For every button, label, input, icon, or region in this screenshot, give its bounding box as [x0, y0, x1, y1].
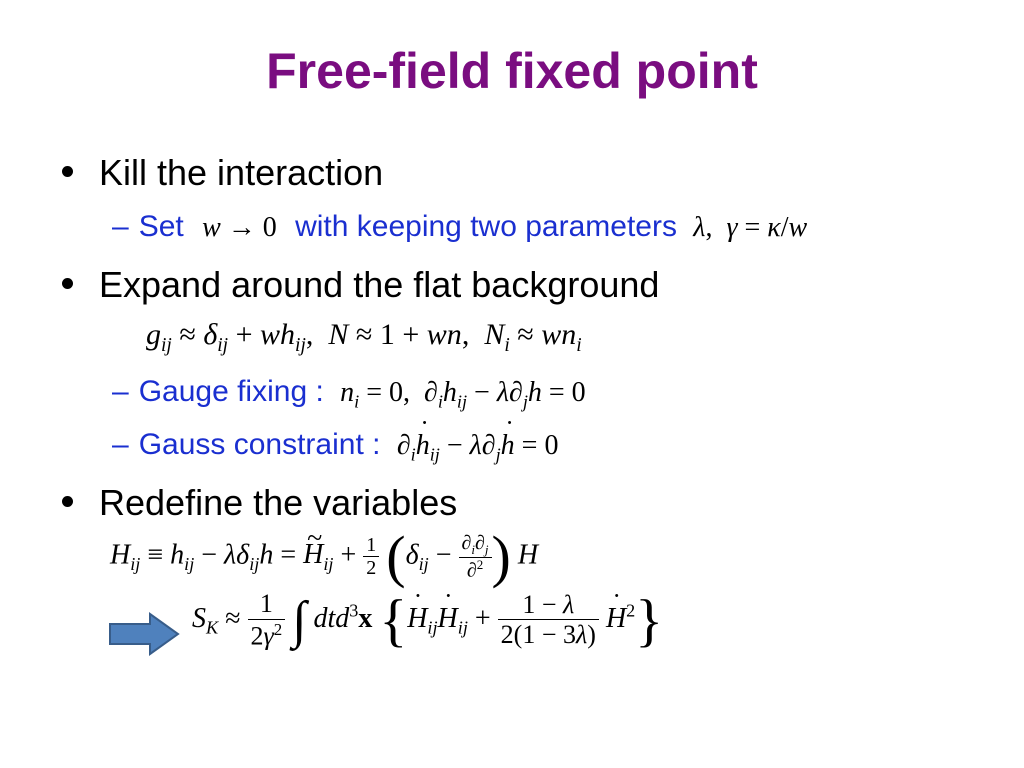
slide-title: Free-field fixed point — [266, 43, 758, 99]
sub-bullet-set: –Set w → 0 with keeping two parameters λ… — [112, 210, 807, 244]
bullet-dot-icon — [62, 277, 73, 289]
bullet-dot-icon — [62, 165, 73, 177]
bullet-text: Kill the interaction — [99, 152, 384, 193]
sub-bullet-text: with keeping two parameters — [295, 210, 677, 243]
sub-bullet-gauge: –Gauge fixing : ni = 0, ∂ihij − λ∂jh = 0 — [112, 375, 586, 413]
dash-icon: – — [112, 375, 129, 408]
bullet-text: Redefine the variables — [99, 482, 458, 523]
bullet-dot-icon — [62, 495, 73, 507]
formula-gauss-constraint: ∂ihij − λ∂jh = 0 — [397, 416, 559, 465]
formula-gauge-fixing: ni = 0, ∂ihij − λ∂jh = 0 — [340, 377, 586, 412]
formula-parameters: λ, γ = κ/w — [693, 212, 808, 243]
formula-metric-expansion: gij ≈ δij + whij, N ≈ 1 + wn, Ni ≈ wni — [146, 318, 582, 356]
bullet-kill-interaction: Kill the interaction — [62, 152, 383, 194]
bullet-text: Expand around the flat background — [99, 264, 660, 305]
sub-bullet-text: Set — [138, 210, 184, 243]
formula-w-to-zero: w → 0 — [202, 212, 277, 243]
sub-bullet-gauss: –Gauss constraint : ∂ihij − λ∂jh = 0 — [112, 416, 559, 466]
right-arrow-icon — [109, 612, 180, 656]
bullet-expand: Expand around the flat background — [62, 264, 659, 306]
sub-bullet-text: Gauss constraint : — [138, 428, 381, 461]
sub-bullet-text: Gauge fixing : — [138, 375, 324, 408]
formula-redefinition: Hij ≡ hij − λδijh = Hij + 12 (δij − ∂i∂j… — [110, 523, 538, 586]
bullet-redefine: Redefine the variables — [62, 482, 457, 524]
dash-icon: – — [112, 428, 129, 461]
dash-icon: – — [112, 210, 129, 243]
